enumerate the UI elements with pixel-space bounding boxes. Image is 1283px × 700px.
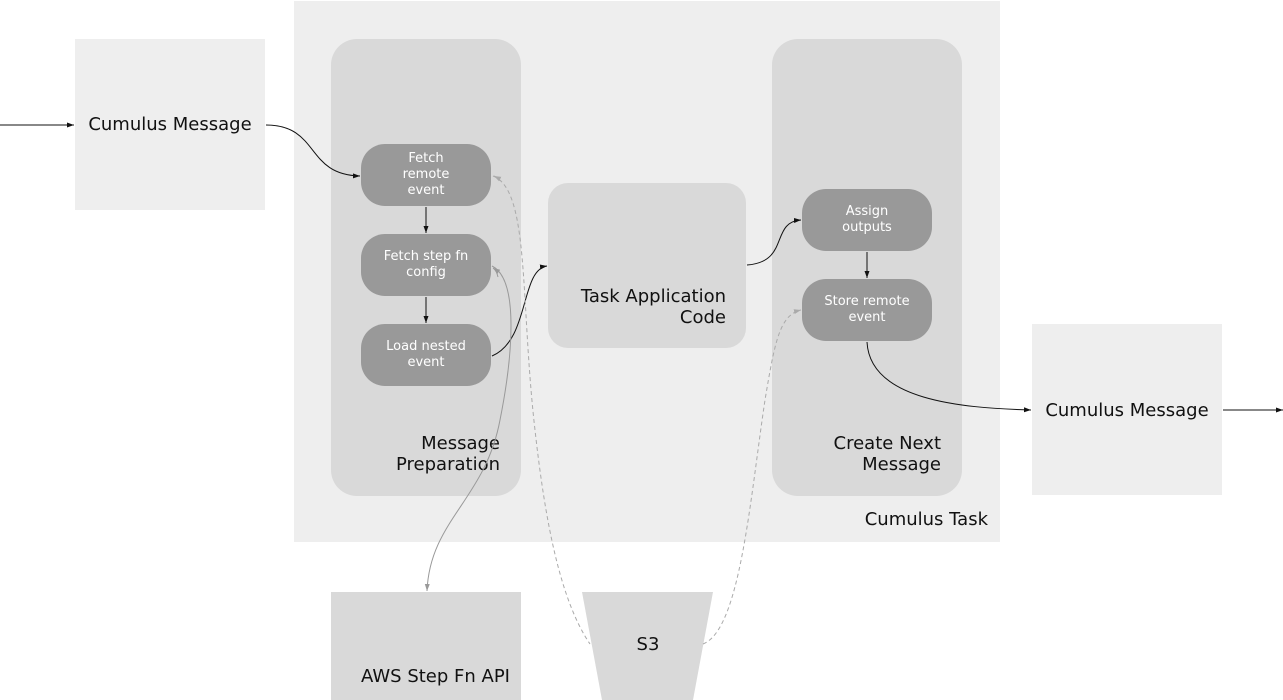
cumulus-message-input-box	[75, 39, 265, 210]
step-assign-outputs: Assign outputs	[802, 189, 932, 251]
cumulus-message-output-label: Cumulus Message	[1045, 400, 1209, 421]
s3-bucket-shape	[582, 592, 713, 700]
cumulus-message-output-box	[1032, 324, 1222, 495]
step-load-nested-event: Load nested event	[361, 324, 491, 386]
cumulus-task-label: Cumulus Task	[864, 509, 988, 530]
create-next-message-group	[772, 39, 962, 496]
message-preparation-label: Message Preparation	[396, 433, 500, 475]
step-fetch-remote-event: Fetch remote event	[361, 144, 491, 206]
aws-step-fn-api-label: AWS Step Fn API	[361, 666, 510, 687]
step-store-remote-event: Store remote event	[802, 279, 932, 341]
aws-step-fn-api-box	[331, 592, 521, 700]
step-fetch-step-fn-config: Fetch step fn config	[361, 234, 491, 296]
s3-label: S3	[636, 634, 660, 655]
create-next-message-label: Create Next Message	[833, 433, 941, 475]
cumulus-message-input-label: Cumulus Message	[88, 114, 252, 135]
task-application-code-label: Task Application Code	[580, 286, 726, 328]
